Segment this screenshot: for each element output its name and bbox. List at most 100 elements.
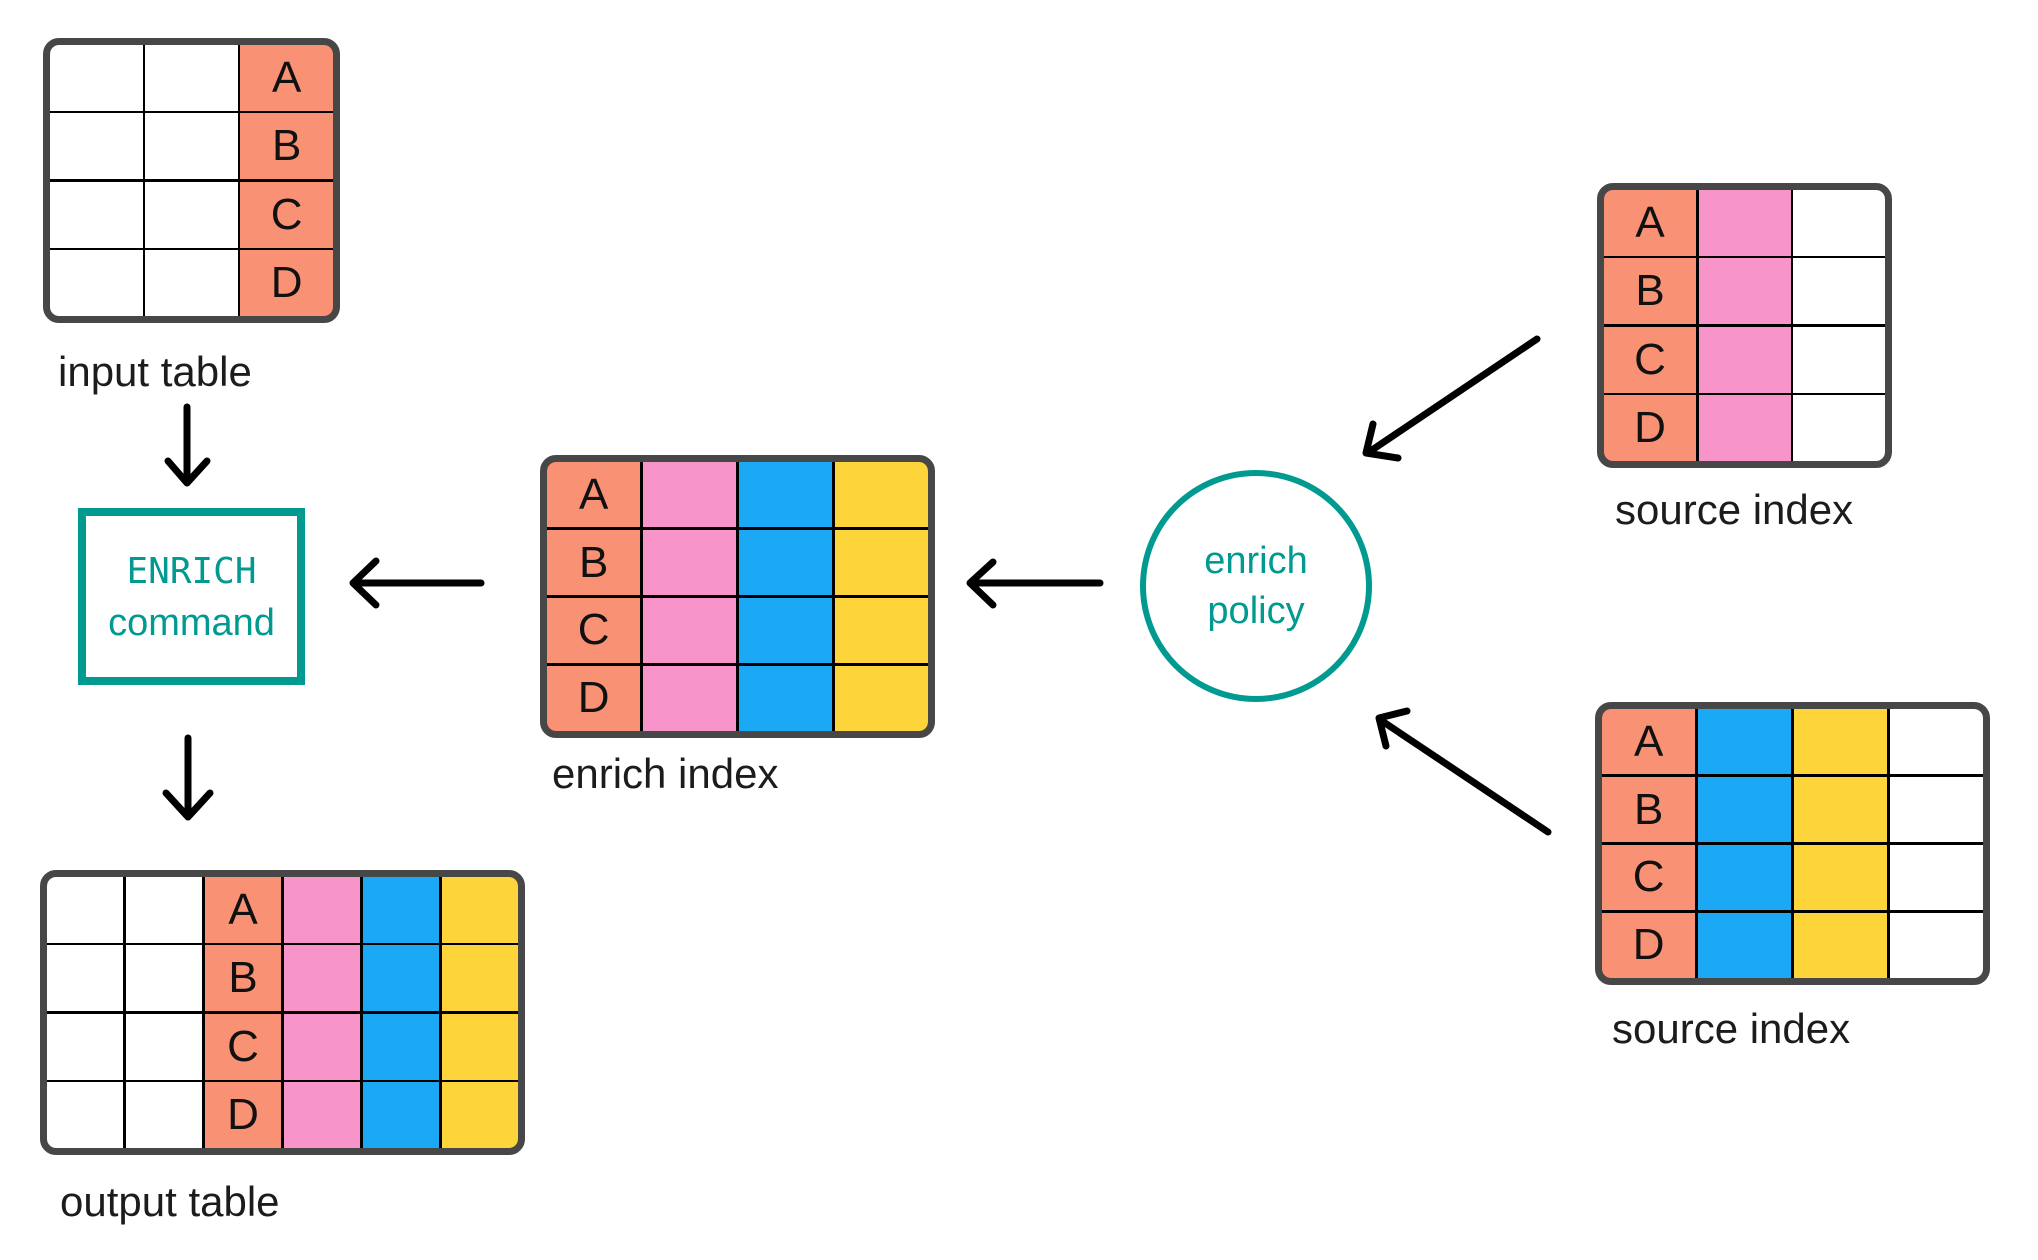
table-cell [1793, 190, 1885, 256]
table-cell-key: A [1602, 709, 1696, 775]
table-cell [834, 529, 928, 596]
table-cell-key: D [204, 1082, 282, 1148]
output-table-label: output table [60, 1178, 280, 1225]
table-cell [50, 181, 143, 248]
table-cell-key: C [1604, 326, 1696, 393]
table-cell [1889, 776, 1983, 843]
table-cell-key: B [240, 113, 333, 180]
table-cell [50, 45, 143, 111]
table-cell [834, 665, 928, 731]
table-cell [145, 45, 238, 111]
table-cell [283, 1082, 361, 1148]
table-cell [1793, 258, 1885, 325]
table-cell-key: B [547, 529, 641, 596]
table-cell [441, 1082, 518, 1148]
table-cell-key: B [204, 945, 282, 1012]
table-cell-key: A [240, 45, 333, 111]
table-cell [441, 877, 518, 943]
enrich-command-title: ENRICH [126, 550, 257, 592]
table-cell-key: C [547, 597, 641, 664]
table-cell [50, 113, 143, 180]
table-cell [738, 462, 833, 528]
table-cell-key: B [1604, 258, 1696, 325]
enrich-policy-label-line1: enrich [1204, 540, 1308, 582]
table-cell [47, 1082, 124, 1148]
table-cell [1889, 844, 1983, 911]
table-cell [1697, 844, 1792, 911]
enrich-command-box: ENRICH command [78, 508, 305, 685]
table-cell [1889, 912, 1983, 978]
table-cell [362, 1082, 440, 1148]
table-cell [362, 877, 440, 943]
arrow-source-bottom-to-policy-icon [1375, 707, 1552, 836]
arrow-command-to-output-icon [162, 734, 214, 821]
table-cell [1697, 709, 1792, 775]
table-cell-key: D [1604, 395, 1696, 461]
table-cell [362, 945, 440, 1012]
table-cell [1698, 395, 1791, 461]
table-cell-key: A [547, 462, 641, 528]
table-cell [642, 597, 737, 664]
table-cell [125, 945, 203, 1012]
input-table-label: input table [58, 348, 252, 395]
table-cell [1793, 912, 1888, 978]
table-cell [1698, 190, 1791, 256]
arrow-index-to-command-icon [349, 557, 485, 609]
table-cell-key: A [1604, 190, 1696, 256]
table-cell [834, 462, 928, 528]
table-cell [1889, 709, 1983, 775]
table-cell [283, 877, 361, 943]
table-cell [145, 250, 238, 316]
table-cell [50, 250, 143, 316]
table-cell [47, 945, 124, 1012]
table-cell [1698, 326, 1791, 393]
table-cell [1697, 776, 1792, 843]
source-index-top-label: source index [1615, 486, 1854, 533]
table-cell [642, 529, 737, 596]
table-cell [642, 462, 737, 528]
table-cell [47, 877, 124, 943]
enrich-policy-circle: enrich policy [1140, 470, 1372, 702]
table-cell [362, 1013, 440, 1080]
table-cell [125, 1013, 203, 1080]
table-cell [1793, 395, 1885, 461]
table-cell [738, 665, 833, 731]
table-cell [738, 597, 833, 664]
table-cell-key: B [1602, 776, 1696, 843]
arrow-policy-to-index-icon [966, 558, 1104, 609]
table-cell [47, 1013, 124, 1080]
table-cell [125, 877, 203, 943]
table-cell-key: C [1602, 844, 1696, 911]
table-cell [125, 1082, 203, 1148]
table-cell [441, 945, 518, 1012]
table-cell [1793, 844, 1888, 911]
table-cell [1793, 709, 1888, 775]
table-cell-key: D [547, 665, 641, 731]
enrich-command-subtitle: command [108, 601, 275, 644]
table-cell [145, 113, 238, 180]
table-cell [642, 665, 737, 731]
table-cell-key: D [240, 250, 333, 316]
table-cell [1697, 912, 1792, 978]
table-cell [1793, 776, 1888, 843]
arrow-source-top-to-policy-icon [1362, 335, 1541, 462]
table-cell [738, 529, 833, 596]
table-cell [283, 945, 361, 1012]
table-cell-key: C [204, 1013, 282, 1080]
table-cell [1793, 326, 1885, 393]
table-cell [1698, 258, 1791, 325]
table-cell-key: C [240, 181, 333, 248]
table-cell [834, 597, 928, 664]
arrow-input-to-command-icon [164, 403, 211, 487]
table-cell-key: A [204, 877, 282, 943]
table-cell [145, 181, 238, 248]
table-cell [283, 1013, 361, 1080]
enrich-index-label: enrich index [552, 750, 779, 797]
source-index-bottom-label: source index [1612, 1005, 1851, 1052]
